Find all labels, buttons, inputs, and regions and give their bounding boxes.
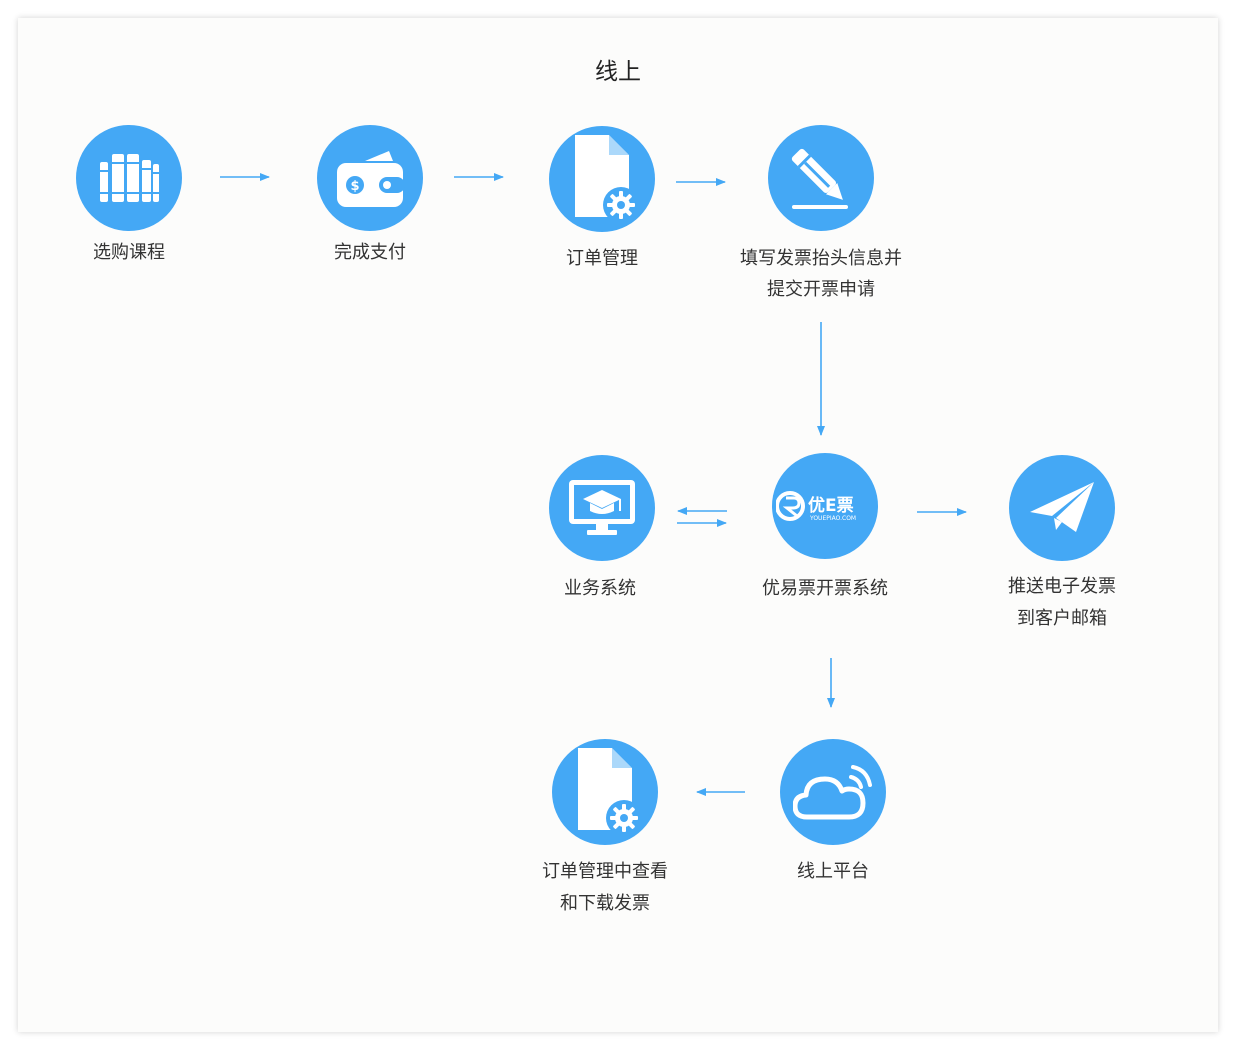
label-online-platform: 线上平台 [797, 861, 869, 882]
document-settings-icon [552, 739, 658, 845]
label-fill-invoice-2: 提交开票申请 [767, 279, 875, 300]
label-business-system: 业务系统 [564, 578, 636, 599]
monitor-graduation-icon [549, 455, 655, 561]
pencil-icon [768, 125, 874, 231]
label-fill-invoice-1: 填写发票抬头信息并 [740, 248, 902, 269]
label-select-course: 选购课程 [93, 242, 165, 263]
youepiao-logo: 优E票 YOUEPIAO.COM [772, 453, 878, 559]
document-settings-icon [549, 126, 655, 232]
paper-plane-icon [1009, 455, 1115, 561]
logo-text: 优E票 [808, 495, 854, 516]
logo-subtext: YOUEPIAO.COM [809, 515, 856, 522]
label-push-email-1: 推送电子发票 [1008, 576, 1116, 597]
wallet-icon: $ [317, 125, 423, 231]
cloud-signal-icon [780, 739, 886, 845]
label-view-download-2: 和下载发票 [560, 893, 650, 914]
books-icon [76, 125, 182, 231]
label-order-mgmt: 订单管理 [566, 248, 638, 269]
diagram-title: 线上 [595, 59, 641, 85]
label-payment: 完成支付 [334, 242, 406, 263]
label-push-email-2: 到客户邮箱 [1017, 608, 1107, 629]
label-youepiao-system: 优易票开票系统 [762, 578, 888, 599]
label-view-download-1: 订单管理中查看 [542, 861, 668, 882]
svg-text:$: $ [350, 179, 359, 194]
